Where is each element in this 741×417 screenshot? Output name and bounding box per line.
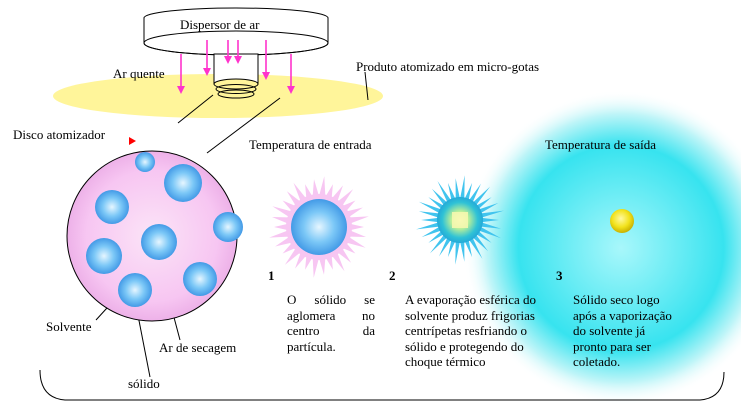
big-droplet (66, 150, 243, 322)
spike (481, 210, 504, 218)
spike (469, 183, 481, 203)
spike (282, 243, 295, 254)
spike (447, 182, 456, 200)
spike (326, 256, 333, 270)
spike (476, 197, 492, 209)
spike (469, 237, 483, 259)
solvent-label: Solvente (46, 319, 92, 334)
spike (464, 240, 473, 258)
spike (312, 258, 319, 278)
outlet-temperature-label: Temperatura de saída (545, 137, 656, 152)
spike (269, 230, 289, 238)
spike (429, 234, 447, 254)
spike (464, 182, 473, 200)
spike (319, 258, 326, 275)
spike (319, 176, 326, 196)
step-3-text: Sólido seco logo após a vaporização do s… (573, 292, 672, 369)
spike (274, 224, 288, 230)
spike (439, 237, 451, 257)
atomizer-disk-icon (213, 78, 259, 99)
atomized-product-label: Produto atomizado em micro-gotas (356, 59, 540, 74)
spike (275, 237, 292, 247)
inlet-temperature-label: Temperatura de entrada (249, 137, 372, 152)
solvent-bubbles (86, 152, 243, 307)
spike (338, 248, 352, 263)
spike (293, 182, 306, 201)
red-marker-icon (129, 137, 136, 145)
spike (455, 178, 460, 199)
spike (473, 186, 491, 206)
spike (295, 253, 306, 269)
spike (418, 201, 441, 213)
bottom-brace (39, 369, 725, 401)
step-2-text: A evaporação esférica do solvente produz… (405, 292, 537, 369)
spike (421, 217, 439, 223)
spike (312, 179, 319, 196)
spike (481, 222, 502, 229)
atomizer-disk-label: Disco atomizador (13, 127, 106, 142)
hot-air-label: Ar quente (113, 66, 165, 81)
spike (332, 253, 345, 272)
outlet-glow (463, 90, 741, 406)
spike (305, 256, 312, 270)
spike (421, 227, 441, 238)
spike (455, 241, 460, 265)
step-2-number: 2 (389, 268, 396, 283)
spike (349, 216, 369, 224)
spike (428, 231, 444, 243)
spike (343, 243, 356, 254)
hot-air-arrows (177, 40, 295, 94)
spike (350, 224, 364, 230)
step-3-number: 3 (556, 268, 563, 283)
spike (332, 185, 343, 201)
spike (431, 188, 447, 206)
dry-solid-particle (610, 209, 634, 233)
spike (343, 200, 356, 211)
spike (479, 227, 502, 239)
spike (272, 206, 292, 217)
spike (349, 230, 366, 237)
spike (473, 234, 489, 252)
spike (460, 241, 465, 262)
spike (326, 184, 333, 198)
step-1-text: O sólido se aglomera no centro da partíc… (287, 292, 375, 354)
spike (437, 181, 451, 203)
spike (282, 200, 295, 211)
spike (481, 217, 499, 223)
spike (284, 248, 300, 265)
spike (460, 175, 465, 199)
drying-air-label: Ar de secagem (159, 340, 237, 355)
spike (418, 211, 439, 218)
solid-label: sólido (128, 376, 160, 391)
spike (428, 197, 444, 209)
stage1-particle (269, 176, 369, 278)
spike (416, 222, 439, 230)
step-1-number: 1 (268, 268, 275, 283)
spike (338, 189, 354, 206)
spike (447, 240, 456, 258)
spike (305, 184, 312, 198)
spike (346, 207, 363, 217)
spike (479, 202, 499, 213)
spike (476, 231, 492, 243)
spike (272, 217, 289, 224)
spike (286, 191, 300, 206)
spike (346, 237, 366, 248)
air-disperser-label: Dispersor de ar (180, 17, 260, 32)
stage2-particle (416, 175, 504, 265)
spray-cloud (53, 74, 383, 118)
